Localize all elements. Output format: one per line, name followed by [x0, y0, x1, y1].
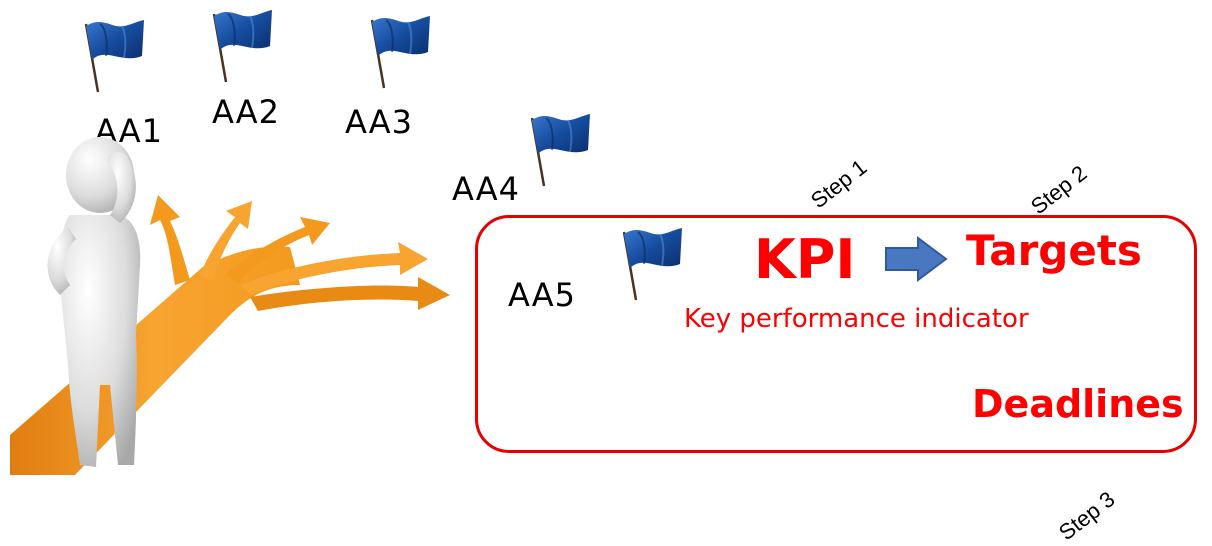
- alternative-label-aa4: AA4: [452, 170, 521, 208]
- step-label-2: Step 2: [1025, 160, 1092, 220]
- alternative-label-aa2: AA2: [212, 93, 281, 131]
- deadlines-label: Deadlines: [972, 382, 1184, 426]
- flag-icon: [78, 14, 148, 94]
- decision-illustration: [10, 137, 450, 475]
- kpi-box: [475, 215, 1197, 453]
- alternative-label-aa5: AA5: [508, 276, 577, 314]
- kpi-description: Key performance indicator: [684, 304, 1029, 334]
- thinking-person-figure: [47, 137, 141, 467]
- step-label-3: Step 3: [1053, 486, 1120, 546]
- alternative-label-aa3: AA3: [345, 103, 414, 141]
- flag-icon: [524, 108, 594, 188]
- kpi-title: KPI: [754, 228, 856, 291]
- targets-label: Targets: [966, 226, 1142, 275]
- step-label-1: Step 1: [805, 154, 872, 214]
- right-arrow-icon: [885, 236, 948, 282]
- flag-icon: [364, 10, 434, 90]
- flag-icon: [206, 4, 276, 84]
